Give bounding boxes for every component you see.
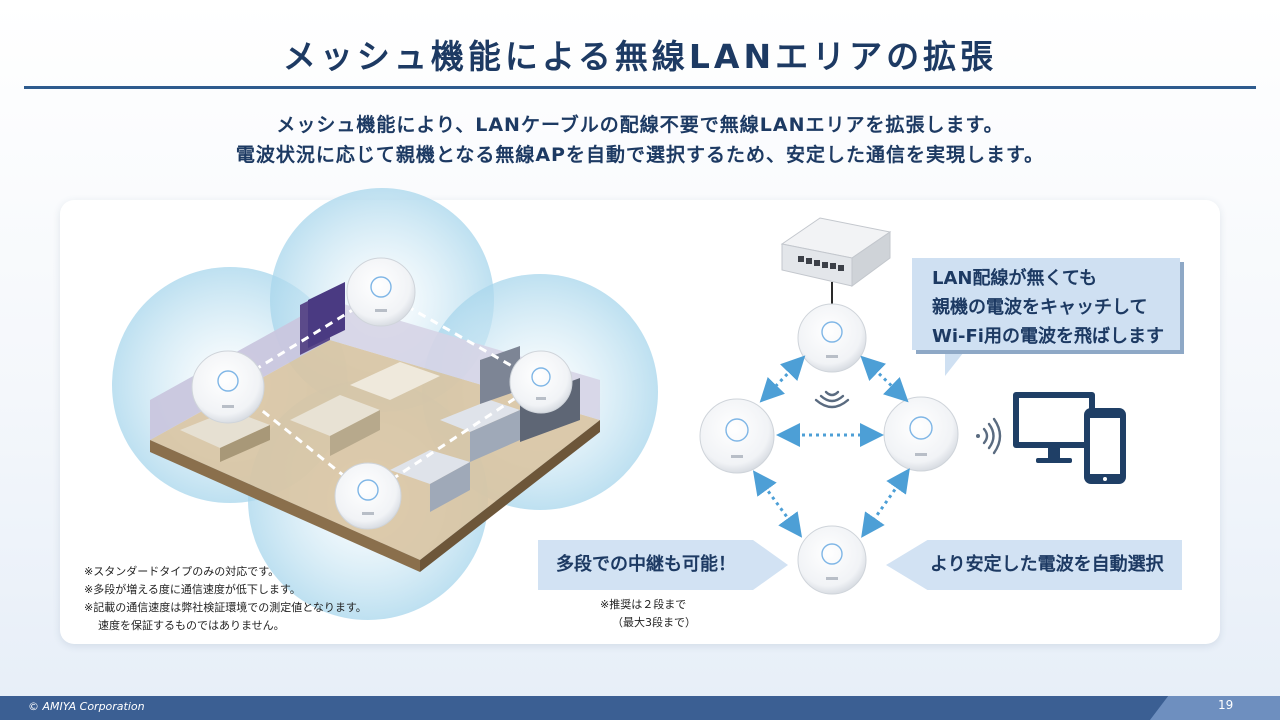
mesh-link-arrows: [752, 355, 910, 538]
smartphone-icon: [1084, 408, 1126, 484]
callout-line-1: LAN配線が無くても: [932, 268, 1098, 289]
footnote: ※多段が増える度に通信速度が低下します。: [84, 583, 301, 596]
title-divider: [24, 86, 1256, 89]
relay-tag: 多段での中継も可能！: [538, 540, 788, 590]
access-point-icon: [883, 396, 959, 472]
wifi-signal-icon: [976, 417, 1002, 455]
access-point-icon: [334, 462, 402, 530]
footnote: ※記載の通信速度は弊社検証環境での測定値となります。: [84, 601, 367, 614]
footnote: ※スタンダードタイプのみの対応です。: [84, 565, 280, 578]
footer-bar: [0, 696, 1280, 720]
access-point-icon: [346, 257, 416, 327]
access-point-icon: [797, 303, 867, 373]
access-point-icon: [509, 350, 573, 414]
footnote: 速度を保証するものではありません。: [98, 619, 285, 632]
callout-line-2: 親機の電波をキャッチして: [932, 297, 1148, 318]
intro-text: メッシュ機能により、LANケーブルの配線不要で無線LANエリアを拡張します。 電…: [0, 110, 1280, 170]
access-point-icon: [699, 398, 775, 474]
floor-plan-illustration: [112, 188, 658, 620]
page-title: メッシュ機能による無線LANエリアの拡張: [282, 37, 998, 76]
access-point-icon: [797, 525, 867, 595]
auto-select-tag: より安定した電波を自動選択: [886, 540, 1182, 590]
wifi-signal-icon: [814, 390, 850, 409]
page-number: 19: [1218, 698, 1234, 712]
copyright: © AMIYA Corporation: [28, 700, 145, 713]
callout-box: LAN配線が無くても 親機の電波をキャッチして Wi-Fi用の電波を飛ばします: [912, 258, 1180, 350]
access-point-icon: [191, 350, 265, 424]
intro-line-2: 電波状況に応じて親機となる無線APを自動で選択するため、安定した通信を実現します…: [235, 144, 1045, 166]
switch-icon: [780, 217, 892, 308]
callout-tail: [945, 348, 967, 376]
hop-note-line-1: ※推奨は２段まで: [600, 598, 687, 611]
intro-line-1: メッシュ機能により、LANケーブルの配線不要で無線LANエリアを拡張します。: [276, 114, 1004, 136]
monitor-icon: [1013, 392, 1095, 463]
hop-note-line-2: （最大3段まで）: [612, 616, 696, 629]
hop-note: ※推奨は２段まで （最大3段まで）: [600, 596, 696, 632]
callout-line-3: Wi-Fi用の電波を飛ばします: [932, 326, 1164, 347]
footnotes: ※スタンダードタイプのみの対応です。 ※多段が増える度に通信速度が低下します。 …: [84, 563, 367, 635]
